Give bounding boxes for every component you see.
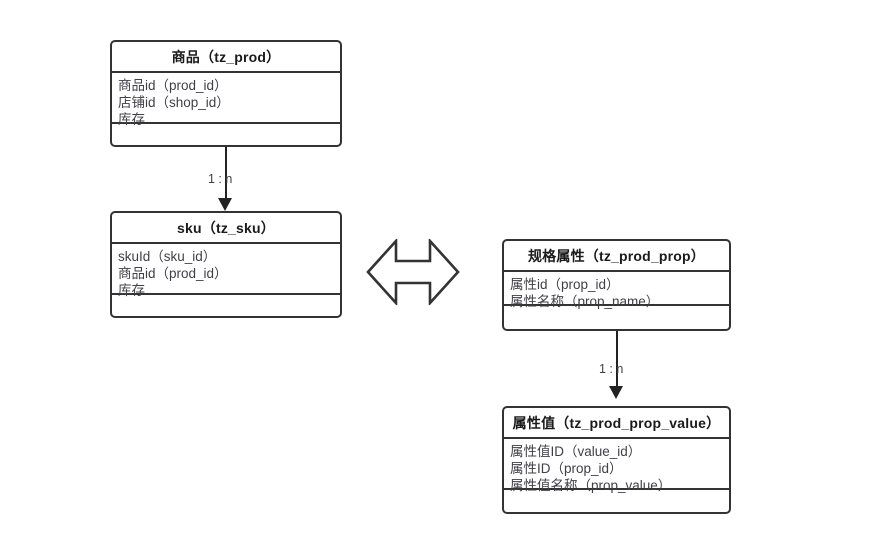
attribute-row: 店铺id（shop_id） xyxy=(118,95,230,110)
relation-arrowhead xyxy=(609,386,623,399)
attribute-row: 属性ID（prop_id） xyxy=(510,461,623,476)
entity-footer-tz-prod xyxy=(112,124,340,145)
entity-tz-sku[interactable]: sku（tz_sku） skuId（sku_id） 商品id（prod_id） … xyxy=(110,211,342,318)
relation-line xyxy=(225,147,227,200)
attribute-row: 属性名称（prop_name） xyxy=(510,294,660,309)
entity-attributes-tz-prod-prop-value: 属性值ID（value_id） 属性ID（prop_id） 属性值名称（prop… xyxy=(504,439,729,493)
entity-attributes-tz-prod: 商品id（prod_id） 店铺id（shop_id） 库存 xyxy=(112,73,340,127)
entity-title-tz-prod-prop: 规格属性（tz_prod_prop） xyxy=(504,241,729,272)
entity-footer-tz-prod-prop-value xyxy=(504,490,729,512)
attribute-row: 库存 xyxy=(118,283,145,298)
attribute-row: 商品id（prod_id） xyxy=(118,266,228,281)
entity-footer-tz-sku xyxy=(112,295,340,316)
entity-footer-tz-prod-prop xyxy=(504,306,729,329)
relation-label-prop-to-prop-value: 1 : n xyxy=(599,362,624,376)
attribute-row: skuId（sku_id） xyxy=(118,249,217,264)
relation-label-prod-to-sku: 1 : n xyxy=(208,172,233,186)
double-headed-arrow-icon xyxy=(366,237,460,307)
attribute-row: 商品id（prod_id） xyxy=(118,78,228,93)
entity-attributes-tz-sku: skuId（sku_id） 商品id（prod_id） 库存 xyxy=(112,244,340,298)
attribute-row: 属性值名称（prop_value） xyxy=(510,478,672,493)
attribute-row: 属性id（prop_id） xyxy=(510,277,620,292)
entity-title-tz-prod: 商品（tz_prod） xyxy=(112,42,340,73)
entity-tz-prod-prop[interactable]: 规格属性（tz_prod_prop） 属性id（prop_id） 属性名称（pr… xyxy=(502,239,731,331)
attribute-row: 属性值ID（value_id） xyxy=(510,444,642,459)
entity-tz-prod-prop-value[interactable]: 属性值（tz_prod_prop_value） 属性值ID（value_id） … xyxy=(502,406,731,514)
attribute-row: 库存 xyxy=(118,112,145,127)
entity-title-tz-prod-prop-value: 属性值（tz_prod_prop_value） xyxy=(504,408,729,439)
double-headed-arrow-svg xyxy=(366,237,460,307)
entity-title-tz-sku: sku（tz_sku） xyxy=(112,213,340,244)
entity-tz-prod[interactable]: 商品（tz_prod） 商品id（prod_id） 店铺id（shop_id） … xyxy=(110,40,342,147)
entity-attributes-tz-prod-prop: 属性id（prop_id） 属性名称（prop_name） xyxy=(504,272,729,309)
relation-arrowhead xyxy=(218,198,232,211)
relation-line xyxy=(616,331,618,387)
